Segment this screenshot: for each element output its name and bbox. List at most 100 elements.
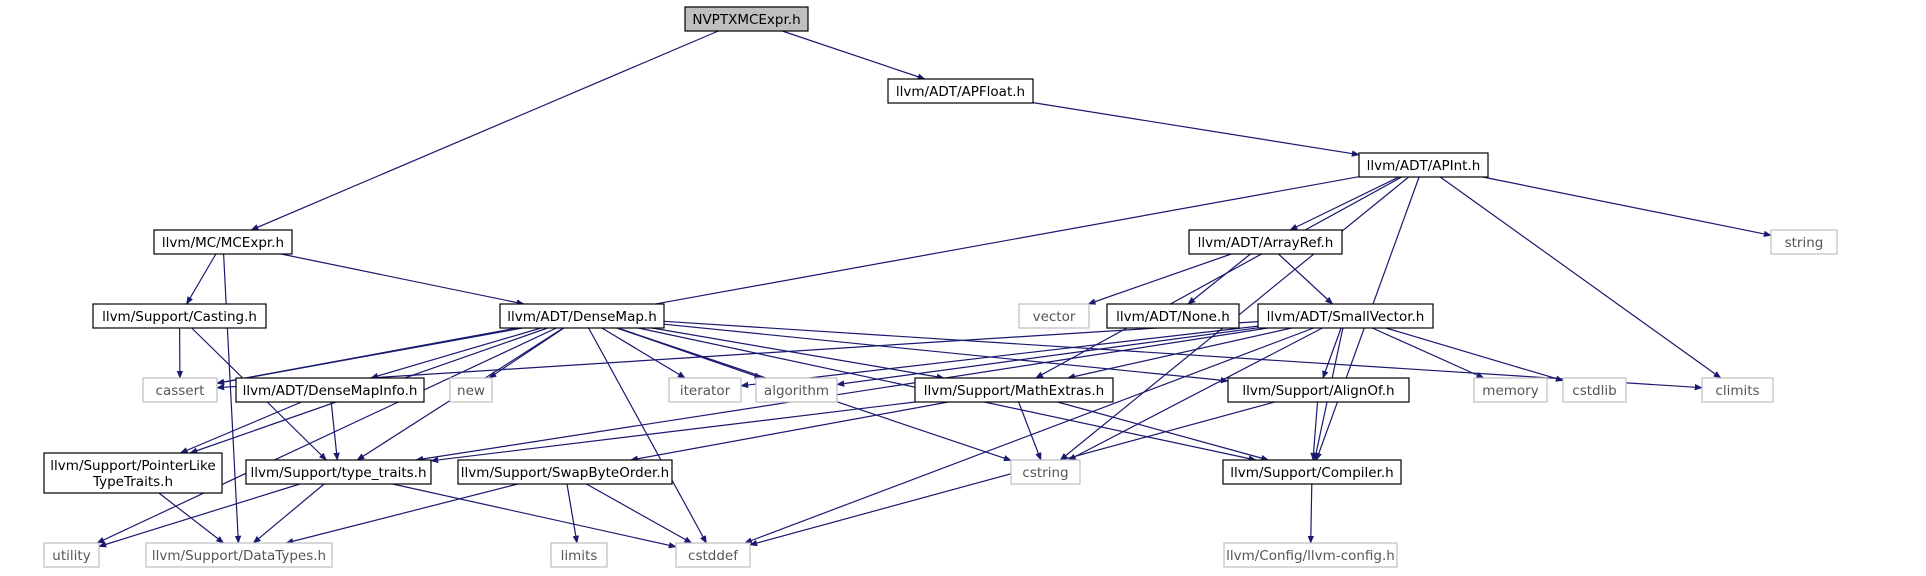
node-mathextras[interactable]: llvm/Support/MathExtras.h xyxy=(914,377,1114,403)
node-vector: vector xyxy=(1018,303,1090,329)
node-densemapinfo[interactable]: llvm/ADT/DenseMapInfo.h xyxy=(235,377,425,403)
node-box-mathextras xyxy=(914,377,1114,403)
edge-mcexpr-to-densemap xyxy=(281,253,525,306)
node-label-apint: llvm/ADT/APInt.h xyxy=(1367,158,1481,174)
node-climits: climits xyxy=(1701,377,1774,403)
edge-apint-to-arrayref xyxy=(1289,176,1400,231)
edge-alignof-to-compiler xyxy=(1310,401,1319,461)
edge-smallvector-to-cstdlib xyxy=(1385,327,1564,382)
node-label-algorithm: algorithm xyxy=(764,383,829,399)
node-swapbyte[interactable]: llvm/Support/SwapByteOrder.h xyxy=(457,459,673,485)
node-label-cstdlib: cstdlib xyxy=(1572,383,1616,399)
node-box-casting xyxy=(92,303,267,329)
node-box-llvmconfig xyxy=(1223,542,1398,568)
node-mcexpr[interactable]: llvm/MC/MCExpr.h xyxy=(153,229,293,255)
edge-smallvector-to-memory xyxy=(1372,327,1485,379)
edge-nvptx-to-mcexpr xyxy=(250,30,719,231)
node-box-cstdlib xyxy=(1562,377,1627,403)
edge-densemap-to-iterator xyxy=(601,327,686,379)
node-box-climits xyxy=(1701,377,1774,403)
nodes-layer: NVPTXMCExpr.h llvm/ADT/APFloat.h llvm/ADT/… xyxy=(43,6,1838,568)
edge-mathextras-to-swapbyte xyxy=(629,401,949,462)
edge-densemap-to-utility xyxy=(96,327,557,544)
node-box-swapbyte xyxy=(457,459,673,485)
edge-smallvector-to-algorithm xyxy=(836,327,1259,387)
node-label-arrayref: llvm/ADT/ArrayRef.h xyxy=(1198,235,1334,251)
node-box-limits xyxy=(550,542,608,568)
node-nvptx: NVPTXMCExpr.h xyxy=(684,6,809,32)
node-label-cstddef: cstddef xyxy=(688,548,739,564)
node-cstring: cstring xyxy=(1010,459,1081,485)
node-label-cstring: cstring xyxy=(1022,465,1068,481)
node-llvmconfig: llvm/Config/llvm-config.h xyxy=(1223,542,1398,568)
edge-arrayref-to-smallvector xyxy=(1278,253,1334,305)
node-limits: limits xyxy=(550,542,608,568)
node-apfloat[interactable]: llvm/ADT/APFloat.h xyxy=(887,78,1034,104)
node-cassert: cassert xyxy=(142,377,218,403)
edge-densemapinfo-to-pointerlike xyxy=(179,401,302,454)
edge-mathextras-to-cstring xyxy=(1018,401,1042,461)
edge-densemap-to-cstddef xyxy=(588,327,707,544)
node-new: new xyxy=(449,377,493,403)
edge-swapbyte-to-cstddef xyxy=(586,483,693,544)
edge-mathextras-to-compiler xyxy=(1057,401,1270,462)
node-label-densemapinfo: llvm/ADT/DenseMapInfo.h xyxy=(243,383,418,399)
edge-apfloat-to-apint xyxy=(1032,102,1360,157)
edge-typetraits-to-utility xyxy=(98,483,301,548)
node-cstdlib: cstdlib xyxy=(1562,377,1627,403)
node-label-pointerlike: TypeTraits.h xyxy=(92,474,173,490)
node-alignof[interactable]: llvm/Support/AlignOf.h xyxy=(1227,377,1410,403)
node-arrayref[interactable]: llvm/ADT/ArrayRef.h xyxy=(1188,229,1343,255)
node-box-utility xyxy=(43,542,100,568)
node-box-mcexpr xyxy=(153,229,293,255)
node-box-densemap xyxy=(499,303,665,329)
node-box-compiler xyxy=(1222,459,1402,485)
node-label-swapbyte: llvm/Support/SwapByteOrder.h xyxy=(461,465,669,481)
edge-densemap-to-climits xyxy=(663,320,1703,391)
node-box-algorithm xyxy=(755,377,838,403)
node-typetraits[interactable]: llvm/Support/type_traits.h xyxy=(245,459,432,485)
node-box-alignof xyxy=(1227,377,1410,403)
node-datatypes: llvm/Support/DataTypes.h xyxy=(145,542,333,568)
edge-smallvector-to-typetraits xyxy=(415,327,1269,463)
node-box-string xyxy=(1770,229,1838,255)
node-label-new: new xyxy=(457,383,485,399)
node-label-limits: limits xyxy=(561,548,598,564)
node-label-vector: vector xyxy=(1033,309,1076,325)
node-box-datatypes xyxy=(145,542,333,568)
node-box-iterator xyxy=(668,377,742,403)
node-label-utility: utility xyxy=(52,548,90,564)
node-box-arrayref xyxy=(1188,229,1343,255)
edge-typetraits-to-cstddef xyxy=(392,483,677,549)
node-iterator: iterator xyxy=(668,377,742,403)
node-label-datatypes: llvm/Support/DataTypes.h xyxy=(152,548,326,564)
node-none[interactable]: llvm/ADT/None.h xyxy=(1106,303,1240,329)
edge-smallvector-to-cstddef xyxy=(744,327,1314,544)
node-densemap[interactable]: llvm/ADT/DenseMap.h xyxy=(499,303,665,329)
node-box-pointerlike xyxy=(43,452,223,494)
edge-mcexpr-to-casting xyxy=(186,253,217,305)
node-box-apint xyxy=(1358,152,1489,178)
node-box-smallvector xyxy=(1257,303,1434,329)
node-label-iterator: iterator xyxy=(680,383,731,399)
node-label-typetraits: llvm/Support/type_traits.h xyxy=(250,465,426,481)
node-label-climits: climits xyxy=(1715,383,1759,399)
node-label-alignof: llvm/Support/AlignOf.h xyxy=(1242,383,1394,399)
node-utility: utility xyxy=(43,542,100,568)
node-apint[interactable]: llvm/ADT/APInt.h xyxy=(1358,152,1489,178)
node-box-cassert xyxy=(142,377,218,403)
node-compiler[interactable]: llvm/Support/Compiler.h xyxy=(1222,459,1402,485)
edge-smallvector-to-iterator xyxy=(740,325,1259,389)
node-label-none: llvm/ADT/None.h xyxy=(1116,309,1230,325)
node-label-mcexpr: llvm/MC/MCExpr.h xyxy=(162,235,284,251)
edge-densemap-to-alignof xyxy=(663,323,1229,384)
node-smallvector[interactable]: llvm/ADT/SmallVector.h xyxy=(1257,303,1434,329)
edge-smallvector-to-mathextras xyxy=(1067,327,1292,380)
node-casting[interactable]: llvm/Support/Casting.h xyxy=(92,303,267,329)
node-label-smallvector: llvm/ADT/SmallVector.h xyxy=(1267,309,1425,325)
edge-densemapinfo-to-typetraits xyxy=(330,401,340,461)
node-label-pointerlike: llvm/Support/PointerLike xyxy=(50,458,215,474)
node-memory: memory xyxy=(1473,377,1548,403)
node-box-new xyxy=(449,377,493,403)
